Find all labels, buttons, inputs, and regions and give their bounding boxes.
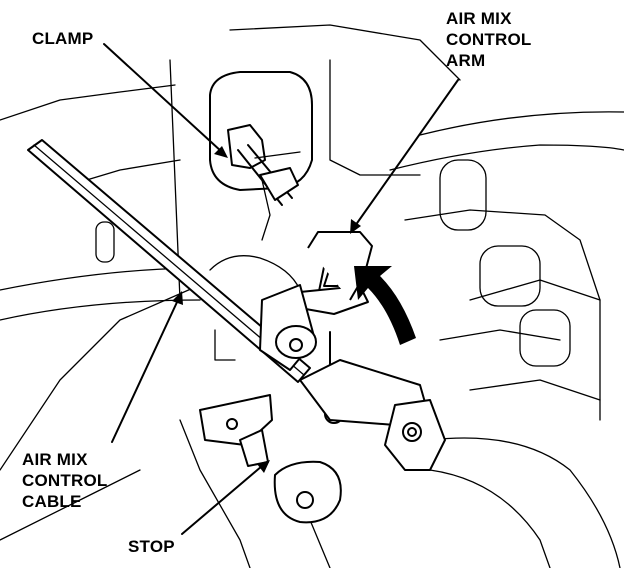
rotation-arrow-icon <box>354 266 416 345</box>
air-mix-control-arm <box>199 231 446 524</box>
clamp-label-text: CLAMP <box>32 29 94 48</box>
cable-label-line-1: AIR MIX <box>22 450 88 469</box>
air-mix-control-arm-label: AIR MIX CONTROL ARM <box>446 8 531 71</box>
stop-label-text: STOP <box>128 537 175 556</box>
stop-label: STOP <box>128 536 175 557</box>
arm-label-line-3: ARM <box>446 51 486 70</box>
clamp-assembly <box>209 71 313 241</box>
leader-lines <box>103 43 459 535</box>
control-cable <box>27 139 311 383</box>
clamp-label: CLAMP <box>32 28 93 49</box>
heater-housing-outline <box>0 24 624 568</box>
arm-label-line-1: AIR MIX <box>446 9 512 28</box>
air-mix-control-cable-label: AIR MIX CONTROL CABLE <box>22 449 107 512</box>
arm-label-line-2: CONTROL <box>446 30 532 49</box>
cable-label-line-2: CONTROL <box>22 471 108 490</box>
cable-label-line-3: CABLE <box>22 492 82 511</box>
